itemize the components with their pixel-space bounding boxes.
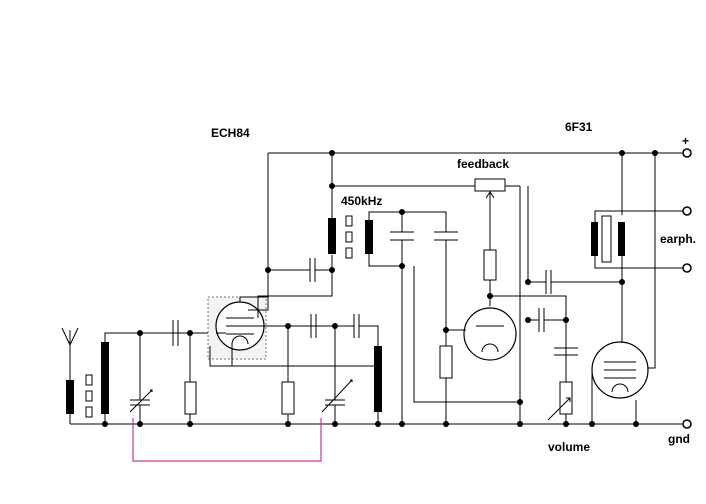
output-stage (591, 153, 687, 424)
input-tuning (129, 320, 197, 424)
plus-label: + (682, 134, 689, 148)
oscillator-section (210, 258, 382, 424)
terminals (682, 148, 692, 429)
earphone-terminal-bottom (682, 263, 692, 273)
ground-terminal (682, 419, 692, 429)
plus-terminal (682, 148, 692, 158)
ech84-tube (207, 153, 333, 367)
grid-capacitor (172, 320, 179, 346)
volume-label: volume (548, 440, 590, 454)
earphone-label: earph. (660, 232, 696, 246)
ground-label: gnd (668, 432, 690, 446)
feedback-detector (413, 178, 622, 424)
feedback-potentiometer (474, 178, 506, 192)
earphone-terminal-top (682, 206, 692, 216)
tube1-label: ECH84 (211, 126, 250, 140)
ganged-tuning-link (132, 418, 322, 462)
grid-resistor (184, 381, 197, 415)
if-frequency-label: 450kHz (341, 194, 382, 208)
junction-dots (102, 150, 658, 427)
tube2-label: 6F31 (565, 120, 593, 134)
feedback-label: feedback (457, 157, 509, 171)
